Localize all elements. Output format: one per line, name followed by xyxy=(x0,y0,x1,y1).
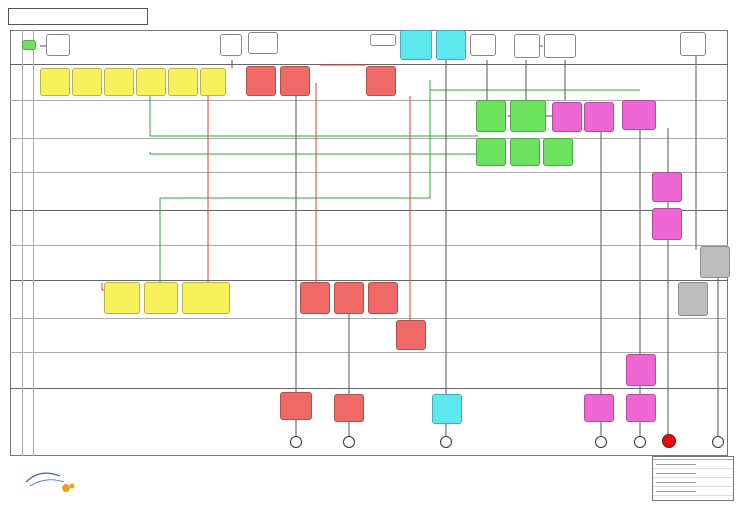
process-box-pink[interactable] xyxy=(652,208,682,240)
diagram-frame xyxy=(10,30,728,456)
process-box-red[interactable] xyxy=(246,66,276,96)
legend-row xyxy=(653,478,733,487)
process-box-yellow[interactable] xyxy=(144,282,178,314)
lane-divider xyxy=(10,172,728,173)
connector-line xyxy=(159,90,431,286)
process-box-yellow[interactable] xyxy=(40,68,70,96)
connector-line xyxy=(429,80,640,91)
process-box-pink[interactable] xyxy=(652,172,682,202)
process-box-yellow[interactable] xyxy=(136,68,166,96)
process-box-white[interactable] xyxy=(514,34,540,58)
lane-label-divider xyxy=(22,30,23,456)
end-terminal[interactable] xyxy=(440,436,452,448)
process-box-red[interactable] xyxy=(368,282,398,314)
process-box-green[interactable] xyxy=(476,138,506,166)
process-box-green[interactable] xyxy=(543,138,573,166)
lane-divider xyxy=(10,280,728,281)
legend-row xyxy=(653,460,733,469)
process-box-pink[interactable] xyxy=(626,354,656,386)
end-terminal[interactable] xyxy=(712,436,724,448)
process-box-white[interactable] xyxy=(248,32,278,54)
process-box-red[interactable] xyxy=(396,320,426,350)
process-box-cyan[interactable] xyxy=(436,30,466,60)
legend-box xyxy=(652,456,734,501)
process-box-white[interactable] xyxy=(470,34,496,56)
process-box-green[interactable] xyxy=(510,138,540,166)
process-box-red[interactable] xyxy=(334,282,364,314)
lane-label-divider xyxy=(33,30,34,456)
lane-divider xyxy=(10,388,728,389)
end-terminal[interactable] xyxy=(290,436,302,448)
legend-row xyxy=(653,487,733,496)
process-box-red[interactable] xyxy=(366,66,396,96)
logo-mark xyxy=(25,472,75,492)
process-box-pink[interactable] xyxy=(552,102,582,132)
process-box-pink[interactable] xyxy=(584,102,614,132)
process-box-red[interactable] xyxy=(300,282,330,314)
process-box-cyan[interactable] xyxy=(400,30,432,60)
process-box-red[interactable] xyxy=(280,392,312,420)
process-box-grey[interactable] xyxy=(700,246,730,278)
process-box-yellow[interactable] xyxy=(104,68,134,96)
connector-line xyxy=(149,152,478,155)
process-box-white[interactable] xyxy=(680,32,706,56)
company-logo xyxy=(20,462,80,498)
process-box-white[interactable] xyxy=(46,34,70,56)
process-box-cyan[interactable] xyxy=(432,394,462,424)
lane-divider xyxy=(10,100,728,101)
legend-title xyxy=(653,457,733,460)
process-box-red[interactable] xyxy=(334,394,364,422)
process-box-yellow[interactable] xyxy=(104,282,140,314)
lane-divider xyxy=(10,352,728,353)
lane-divider xyxy=(10,64,728,65)
process-box-white[interactable] xyxy=(220,34,242,56)
legend-row xyxy=(653,469,733,478)
process-box-yellow[interactable] xyxy=(182,282,230,314)
process-box-pink[interactable] xyxy=(622,100,656,130)
lane-divider xyxy=(10,318,728,319)
process-box-grey[interactable] xyxy=(678,282,708,316)
process-box-yellow[interactable] xyxy=(72,68,102,96)
end-terminal[interactable] xyxy=(343,436,355,448)
process-box-red[interactable] xyxy=(280,66,310,96)
end-terminal[interactable] xyxy=(595,436,607,448)
lane-divider xyxy=(10,245,728,246)
process-box-yellow[interactable] xyxy=(168,68,198,96)
process-box-pink[interactable] xyxy=(626,394,656,422)
process-box-pink[interactable] xyxy=(584,394,614,422)
process-box-green[interactable] xyxy=(476,100,506,132)
end-terminal[interactable] xyxy=(634,436,646,448)
connector-line xyxy=(149,95,478,137)
diagram-title-box xyxy=(8,8,148,25)
lane-divider xyxy=(10,210,728,211)
process-box-yellow[interactable] xyxy=(200,68,226,96)
lane-divider xyxy=(10,138,728,139)
process-box-white[interactable] xyxy=(544,34,576,58)
process-box-white[interactable] xyxy=(370,34,396,46)
process-box-green[interactable] xyxy=(510,100,546,132)
end-terminal-red[interactable] xyxy=(662,434,676,448)
start-node[interactable] xyxy=(22,40,36,50)
